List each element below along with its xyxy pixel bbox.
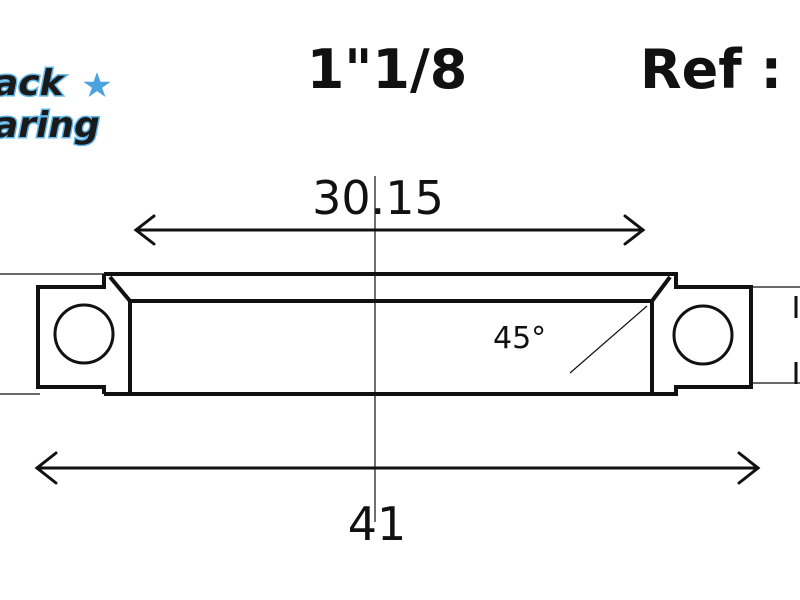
outer-diameter-arrow bbox=[34, 451, 761, 485]
inner-diameter-arrow bbox=[133, 214, 646, 246]
right-ball-icon bbox=[672, 304, 734, 366]
angle-leader-line bbox=[569, 305, 648, 374]
star-icon bbox=[78, 67, 116, 101]
logo-line-1: ack bbox=[0, 63, 66, 104]
brand-logo: ack aring bbox=[0, 62, 116, 148]
outer-diameter-label: 41 bbox=[348, 497, 407, 551]
logo-line-2: aring bbox=[0, 105, 100, 146]
bearing-body bbox=[104, 272, 753, 396]
left-ball-icon bbox=[53, 303, 115, 365]
height-extension-lines bbox=[0, 273, 800, 395]
left-race bbox=[36, 274, 106, 394]
chamfer-angle-label: 45° bbox=[493, 321, 546, 356]
bearing-section bbox=[36, 272, 753, 396]
size-title: 1"1/8 bbox=[307, 38, 468, 101]
inner-diameter-label: 30.15 bbox=[312, 171, 444, 225]
ref-label: Ref : bbox=[640, 38, 782, 101]
